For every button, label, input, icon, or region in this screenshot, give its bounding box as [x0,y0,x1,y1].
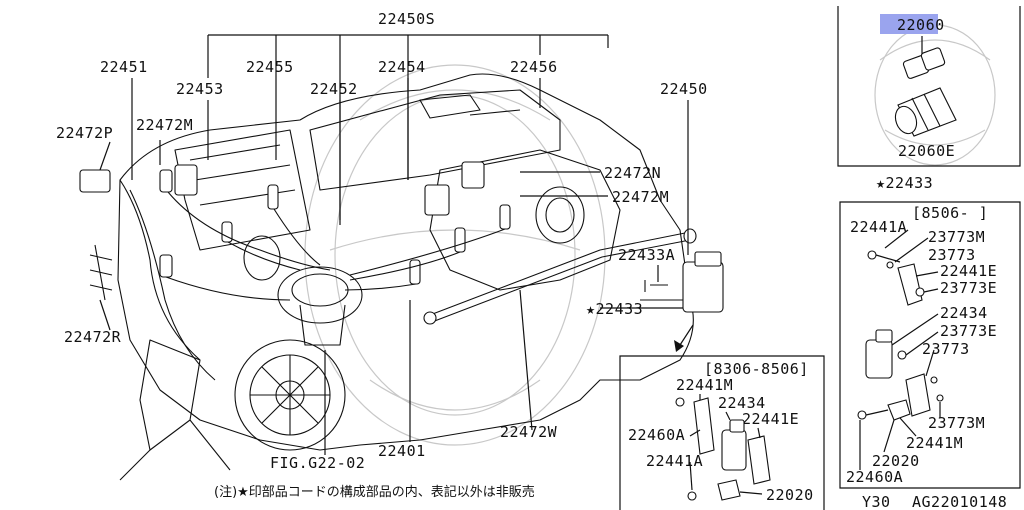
top-right-panel: 22060 22060E [837,6,1021,167]
part-labels: 22450S 22451 22455 22454 22456 22453 224… [56,10,708,500]
part-label-22472R[interactable]: 22472R [64,328,122,346]
part-label-22433A[interactable]: 22433A [618,246,675,264]
part-label-22020-b[interactable]: 22020 [766,486,814,504]
part-label-22441M-r[interactable]: 22441M [906,434,963,452]
part-label-23773M-r2[interactable]: 23773M [928,414,985,432]
engine-illustration [79,73,724,481]
part-label-22450[interactable]: 22450 [660,80,708,98]
part-label-22472M-left[interactable]: 22472M [136,116,193,134]
part-label-22455[interactable]: 22455 [246,58,294,76]
bottom-detail-panel: [8306-8506] 22441M 22434 22441E 22460A 2… [619,355,825,510]
part-label-22441E-r[interactable]: 22441E [940,262,997,280]
part-label-22441A-b[interactable]: 22441A [646,452,703,470]
highlight-box [880,14,938,34]
footnote: (注)★印部品コードの構成部品の内、表記以外は非販売 [214,484,535,500]
part-label-23773E-r2[interactable]: 23773E [940,322,997,340]
part-label-23773M-r[interactable]: 23773M [928,228,985,246]
part-label-22472P[interactable]: 22472P [56,124,113,142]
part-label-22453[interactable]: 22453 [176,80,224,98]
part-label-22460A-r[interactable]: 22460A [846,468,903,486]
part-label-22441E-b[interactable]: 22441E [742,410,799,428]
part-label-22472W[interactable]: 22472W [500,423,558,441]
part-label-23773-r[interactable]: 23773 [928,246,976,264]
part-label-22472N[interactable]: 22472N [604,164,661,182]
part-label-22434-r[interactable]: 22434 [940,304,988,322]
part-label-22472M-right[interactable]: 22472M [612,188,669,206]
leader-lines [99,34,694,455]
part-label-23773-r2[interactable]: 23773 [922,340,970,358]
part-label-22441A-r[interactable]: 22441A [850,218,907,236]
part-label-22452[interactable]: 22452 [310,80,358,98]
date-range-8506: [8506- ] [912,204,988,222]
part-label-23773E-r[interactable]: 23773E [940,279,997,297]
part-label-22020-r[interactable]: 22020 [872,452,920,470]
part-label-22460A-b[interactable]: 22460A [628,426,685,444]
part-label-22454[interactable]: 22454 [378,58,426,76]
part-label-22433-star[interactable]: ★22433 [586,300,643,318]
drawing-code: AG22010148 [912,493,1007,510]
date-range-8306-8506: [8306-8506] [704,360,809,378]
part-label-22060E[interactable]: 22060E [898,142,955,160]
figure-reference[interactable]: FIG.G22-02 [270,454,365,472]
part-label-22434-b[interactable]: 22434 [718,394,766,412]
part-label-22060[interactable]: 22060 [897,16,945,34]
panel-title-22433[interactable]: ★22433 [876,174,933,192]
part-label-22401[interactable]: 22401 [378,442,426,460]
part-label-22450S[interactable]: 22450S [378,10,435,28]
part-label-22451[interactable]: 22451 [100,58,148,76]
part-label-22441M-b[interactable]: 22441M [676,376,733,394]
model-code: Y30 [862,493,891,510]
part-label-22456[interactable]: 22456 [510,58,558,76]
right-detail-panel: ★22433 [8506- ] 22441A 23773M 23773 2244… [839,174,1021,489]
